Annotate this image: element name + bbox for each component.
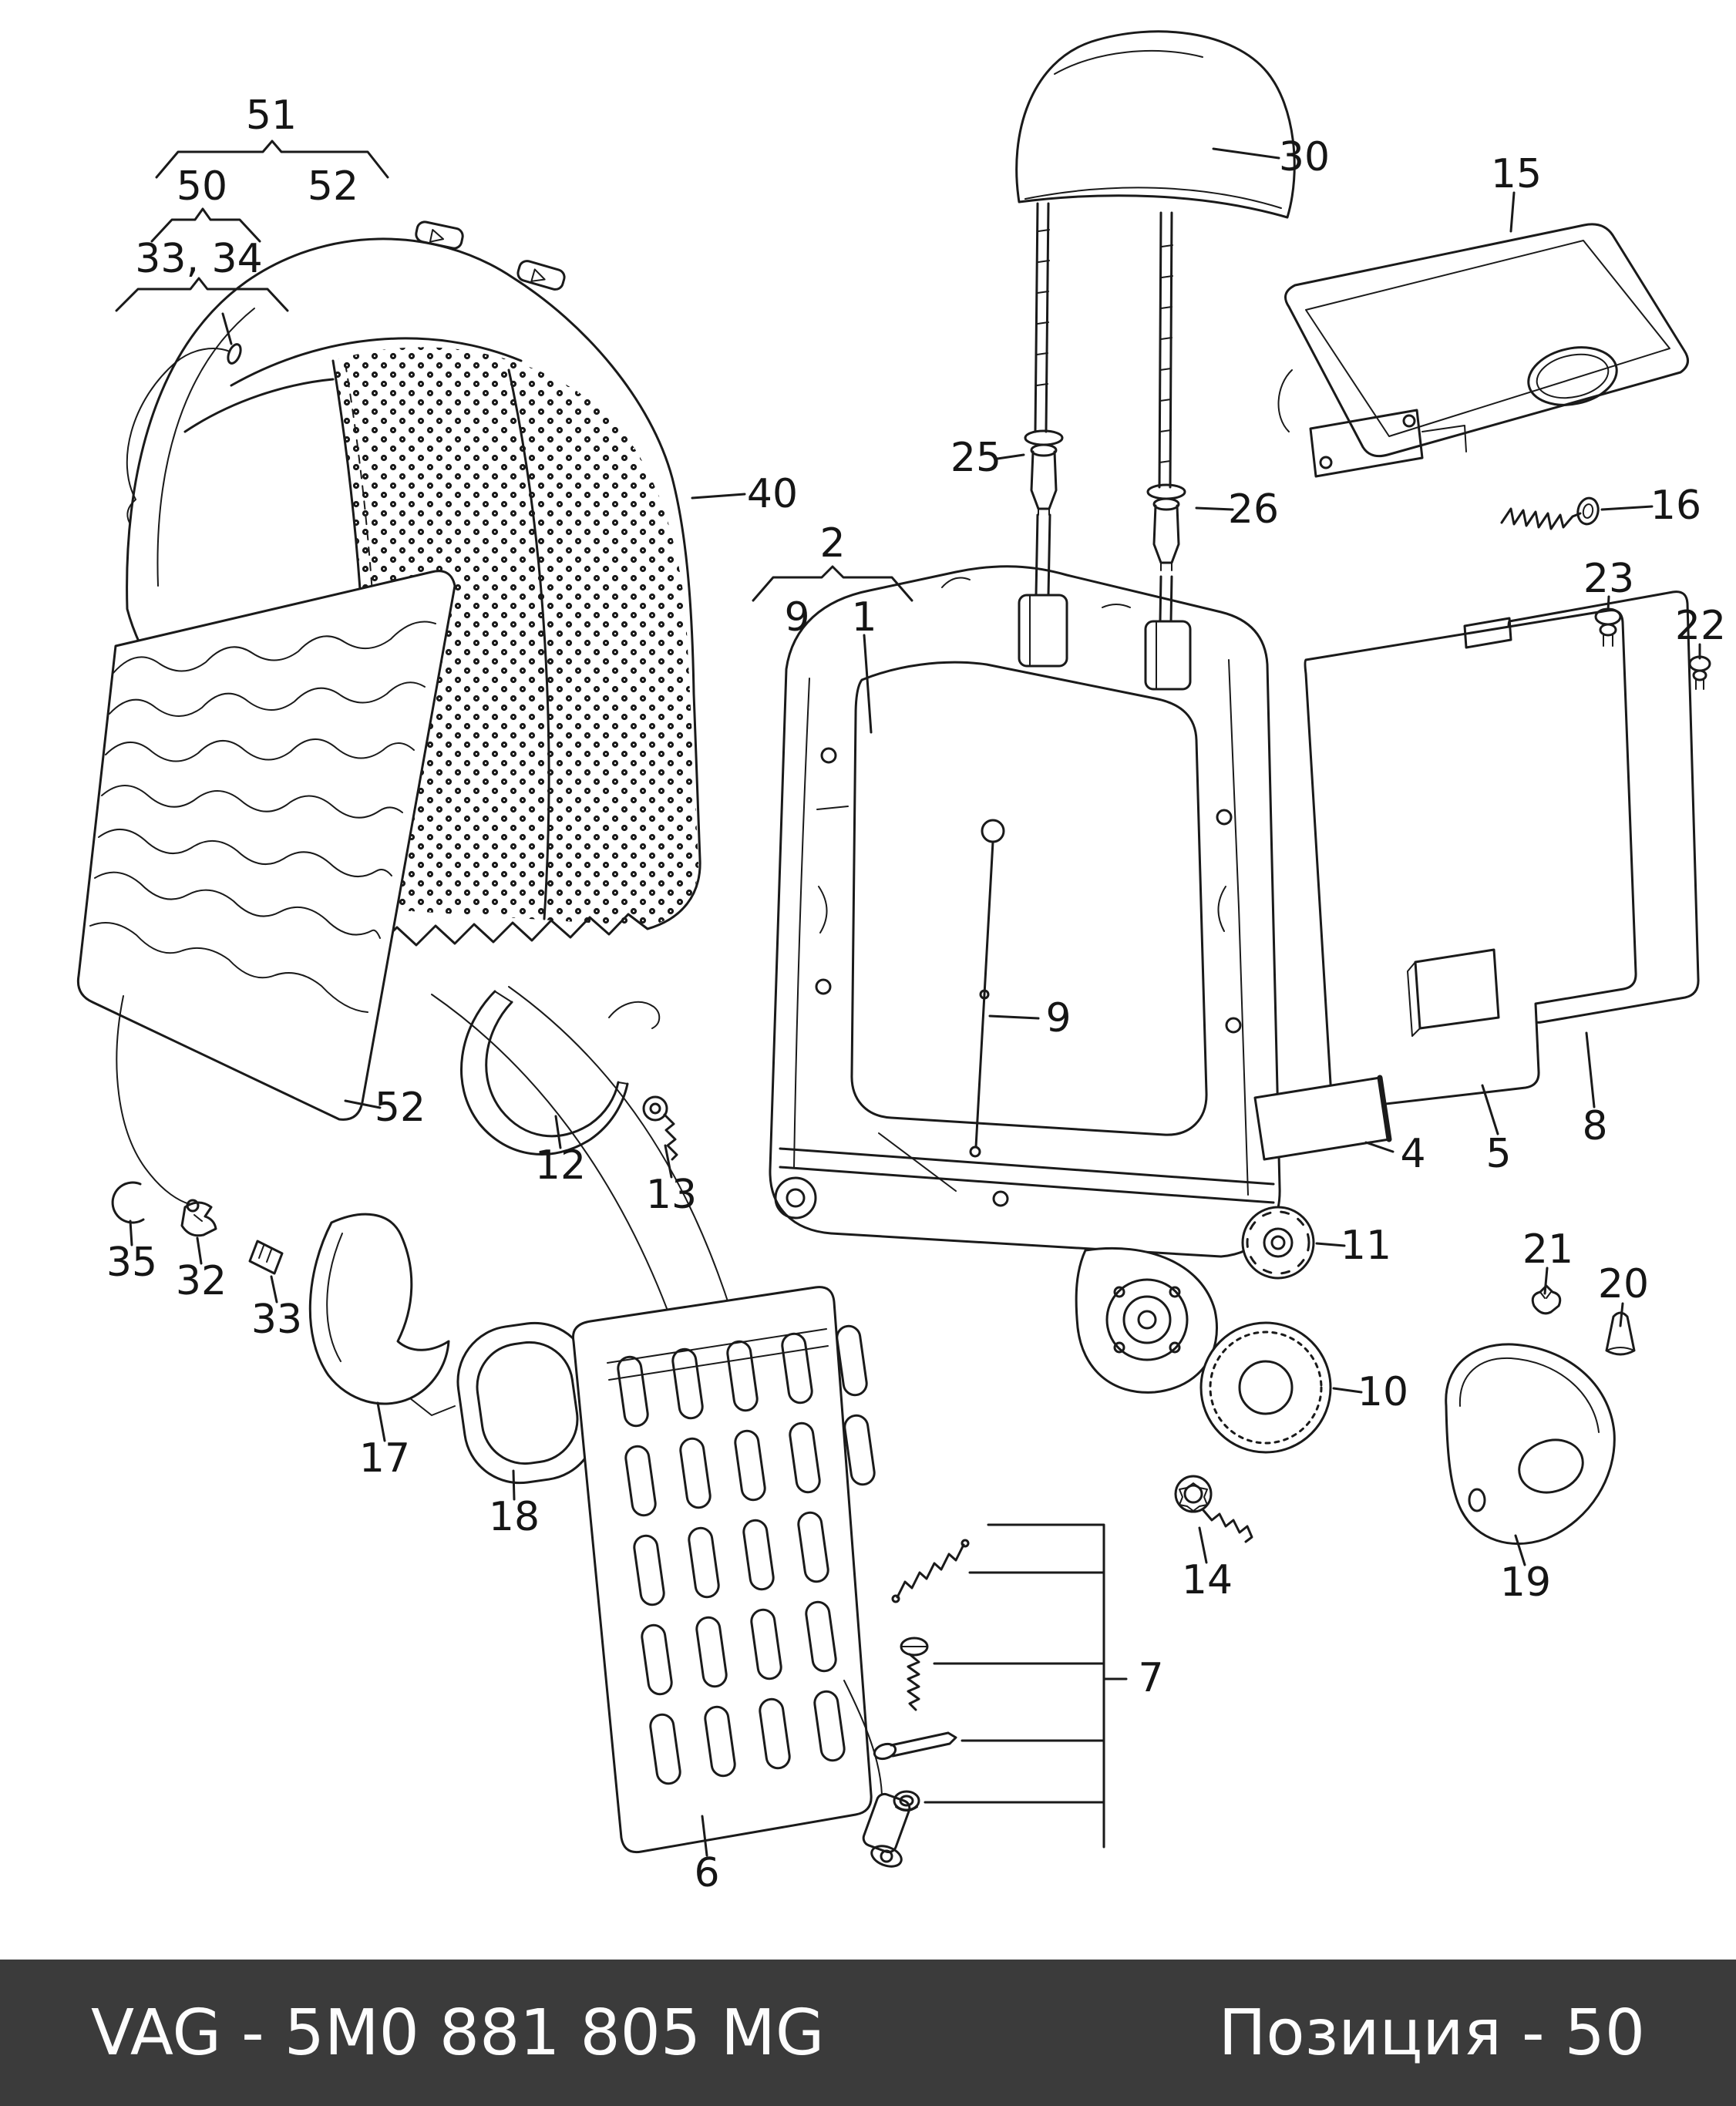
headrest-guide-sleeves-drawing — [1024, 429, 1186, 571]
callout-25: 25 — [950, 435, 1002, 481]
footer-bar: VAG - 5M0 881 805 MG Позиция - 50 — [0, 1960, 1736, 2106]
backrest-frame-drawing — [769, 513, 1281, 1258]
leader-lines — [129, 147, 1701, 1857]
callout-5: 5 — [1485, 1131, 1512, 1177]
callout-11: 11 — [1340, 1223, 1392, 1269]
folding-table-drawing — [1277, 223, 1689, 478]
callout-14: 14 — [1181, 1557, 1233, 1603]
handwheel-drawing — [1199, 1321, 1332, 1454]
clip-32-drawing — [180, 1201, 217, 1237]
callout-18: 18 — [488, 1494, 540, 1540]
callout-33-34: 33, 34 — [135, 236, 263, 282]
side-trim-17-drawing — [308, 1213, 456, 1416]
callout-6: 6 — [694, 1850, 720, 1896]
callout-9-wire: 9 — [1045, 995, 1072, 1041]
clip-21-drawing — [1531, 1284, 1562, 1315]
callout-19: 19 — [1499, 1559, 1552, 1606]
recliner-fitting-drawing — [1075, 1246, 1218, 1394]
screw-14-drawing — [1174, 1475, 1253, 1543]
callout-40: 40 — [746, 471, 799, 517]
wire-bracket-drawing — [460, 990, 661, 1156]
clip-33-drawing — [248, 1240, 284, 1275]
callout-30: 30 — [1278, 134, 1331, 180]
callout-20: 20 — [1597, 1261, 1650, 1307]
rear-panel-drawing — [1304, 590, 1700, 1110]
callout-22: 22 — [1674, 603, 1727, 649]
fastener-set-drawing — [873, 1539, 970, 1812]
gear-drawing — [1241, 1206, 1315, 1280]
callout-32: 32 — [175, 1258, 227, 1304]
cap-20-drawing — [1605, 1311, 1636, 1356]
callout-2: 2 — [819, 520, 846, 567]
grouping-brackets — [115, 140, 1128, 1849]
callout-13: 13 — [645, 1172, 698, 1218]
callout-21: 21 — [1522, 1226, 1574, 1273]
callout-7: 7 — [1138, 1655, 1164, 1701]
callout-12: 12 — [534, 1142, 587, 1189]
callout-51: 51 — [245, 93, 298, 139]
callout-8: 8 — [1582, 1103, 1608, 1149]
callout-15: 15 — [1490, 151, 1543, 197]
clip-22-drawing — [1688, 655, 1711, 690]
callout-4: 4 — [1400, 1131, 1426, 1177]
screw-16-drawing — [1500, 496, 1600, 530]
callout-52-mat: 52 — [374, 1085, 426, 1131]
bowden-wire-drawing — [969, 819, 1005, 1158]
callout-52-top: 52 — [307, 163, 359, 210]
callout-1: 1 — [851, 594, 877, 641]
headrest-drawing — [1015, 30, 1296, 489]
screw-13-drawing — [642, 1095, 678, 1161]
cover-cord-drawing — [126, 343, 242, 523]
clip-35-drawing — [111, 1181, 145, 1224]
side-trim-19-drawing — [1445, 1343, 1616, 1545]
callout-50: 50 — [176, 163, 228, 210]
lumbar-mat-drawing — [76, 570, 456, 1213]
footer-position: Позиция - 50 — [1218, 1996, 1645, 2070]
trim-ring-18-drawing — [456, 1321, 598, 1485]
callout-35: 35 — [106, 1240, 158, 1286]
callout-17: 17 — [358, 1435, 411, 1482]
callout-23: 23 — [1583, 556, 1635, 602]
footer-part-number: VAG - 5M0 881 805 MG — [91, 1996, 825, 2070]
callout-16: 16 — [1650, 483, 1702, 529]
callout-26: 26 — [1227, 486, 1280, 533]
callout-9-group: 9 — [784, 594, 810, 641]
label-plate-drawing — [1253, 1075, 1392, 1161]
callout-10: 10 — [1357, 1369, 1409, 1415]
callout-33: 33 — [251, 1297, 303, 1343]
